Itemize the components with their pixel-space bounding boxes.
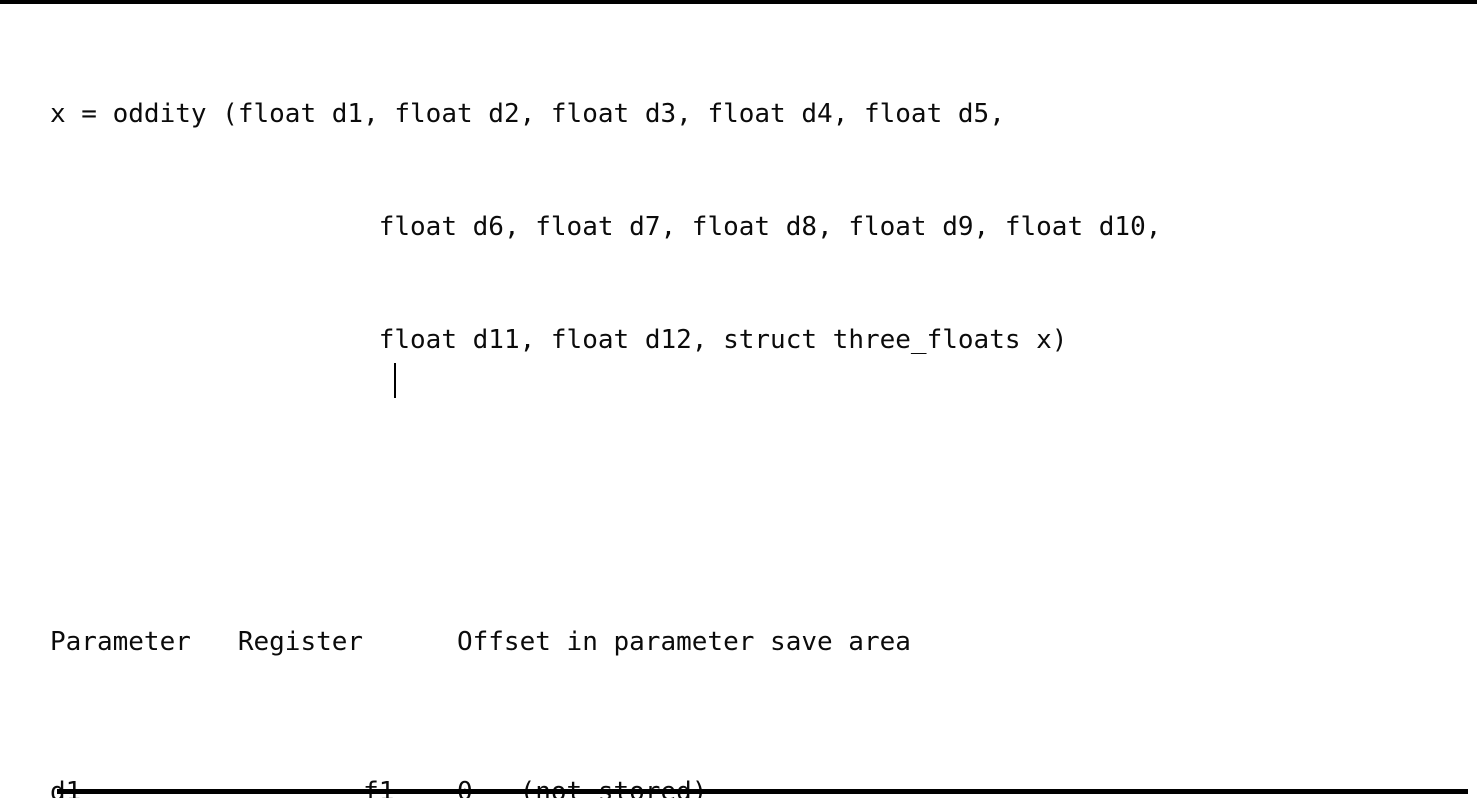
bottom-rule	[57, 789, 1468, 794]
top-rule	[0, 0, 1477, 4]
text-cursor	[394, 363, 397, 398]
code-line-3: float d11, float d12, struct three_float…	[378, 325, 1068, 356]
code-line-2: float d6, float d7, float d8, float d9, …	[378, 212, 1162, 243]
cell-note: (not stored)	[519, 777, 708, 798]
column-header-register: Register	[237, 626, 364, 657]
cell-register: f1	[363, 777, 395, 798]
code-line-1: x = oddity (float d1, float d2, float d3…	[50, 99, 1005, 130]
blank-line	[50, 473, 1161, 511]
figure-content: x = oddity (float d1, float d2, float d3…	[50, 21, 1161, 798]
column-header-parameter: Parameter	[50, 626, 191, 657]
column-header-offset: Offset in parameter save area	[456, 626, 911, 657]
cell-offset: 0	[456, 777, 473, 798]
cell-parameter: d1	[50, 777, 82, 798]
table-row: d1 f1 0 (not stored)	[50, 774, 1161, 798]
table-header-row: Parameter Register Offset in parameter s…	[50, 624, 1161, 662]
